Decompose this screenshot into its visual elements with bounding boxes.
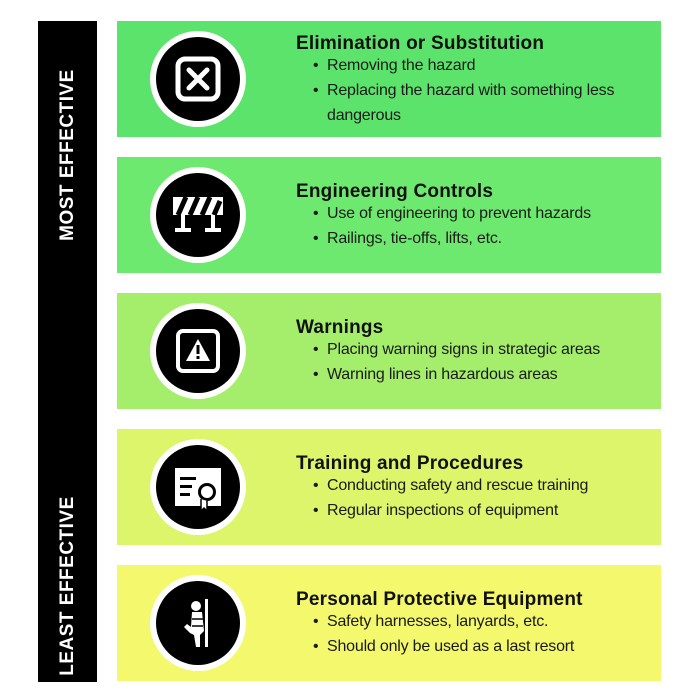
- bullet: Warning lines in hazardous areas: [313, 362, 643, 387]
- level-title: Training and Procedures: [296, 453, 524, 474]
- effectiveness-bar: MOST EFFECTIVE LEAST EFFECTIVE: [38, 21, 97, 682]
- barrier-icon: [150, 167, 246, 263]
- level-title: Elimination or Substitution: [296, 33, 545, 54]
- bullet: Replacing the hazard with something less…: [313, 78, 643, 128]
- warning-sign-icon: [150, 303, 246, 399]
- bullet: Use of engineering to prevent hazards: [313, 201, 643, 226]
- bullet: Safety harnesses, lanyards, etc.: [313, 609, 643, 634]
- level-engineering: Engineering Controls Use of engineering …: [117, 157, 661, 273]
- bullet: Conducting safety and rescue training: [313, 473, 643, 498]
- certificate-icon: [150, 439, 246, 535]
- bullet: Removing the hazard: [313, 53, 643, 78]
- level-elimination: Elimination or Substitution Removing the…: [117, 21, 661, 137]
- level-title: Warnings: [296, 317, 384, 338]
- level-title: Personal Protective Equipment: [296, 589, 583, 610]
- level-warnings: Warnings Placing warning signs in strate…: [117, 293, 661, 409]
- level-ppe: Personal Protective Equipment Safety har…: [117, 565, 661, 681]
- level-training: Training and Procedures Conducting safet…: [117, 429, 661, 545]
- bullet: Placing warning signs in strategic areas: [313, 337, 643, 362]
- least-effective-label: LEAST EFFECTIVE: [56, 496, 78, 676]
- bullet: Railings, tie-offs, lifts, etc.: [313, 226, 643, 251]
- harness-worker-icon: [150, 575, 246, 671]
- bullet: Should only be used as a last resort: [313, 634, 643, 659]
- level-title: Engineering Controls: [296, 181, 494, 202]
- x-box-icon: [150, 31, 246, 127]
- most-effective-label: MOST EFFECTIVE: [56, 69, 78, 241]
- bullet: Regular inspections of equipment: [313, 498, 643, 523]
